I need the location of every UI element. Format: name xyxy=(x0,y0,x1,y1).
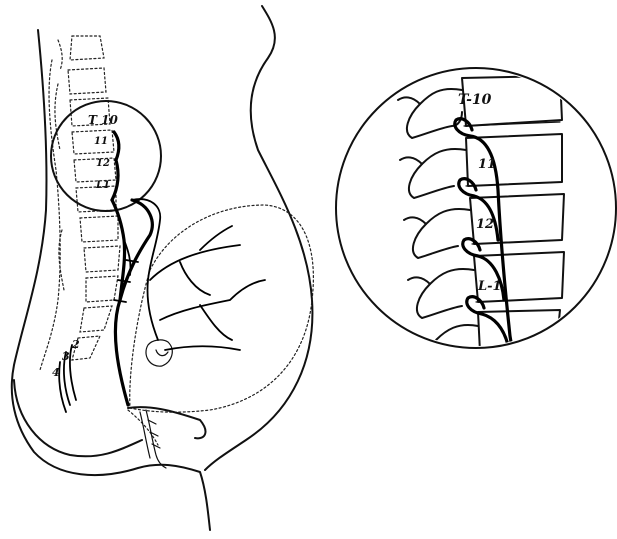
inset-magnified-spine: T-10 11 12 L-1 xyxy=(336,68,616,360)
inset-nerve-roots xyxy=(455,119,514,360)
label-11-inset: 11 xyxy=(478,157,496,172)
back-outline xyxy=(12,30,210,530)
abdomen-outline xyxy=(205,6,312,470)
spine xyxy=(40,36,120,370)
vagina-outline xyxy=(146,410,166,468)
label-11-small: 11 xyxy=(94,136,108,147)
inset-vertebral-bodies xyxy=(462,76,564,352)
label-sacral-3: 3 xyxy=(62,350,70,363)
fetal-head xyxy=(146,340,172,366)
label-l1-inset: L-1 xyxy=(477,279,502,294)
label-sacral-4: 4 xyxy=(52,366,60,379)
label-12-small: 12 xyxy=(96,158,110,169)
label-sacral-2: 2 xyxy=(71,338,80,351)
label-t10-inset: T-10 xyxy=(458,92,492,108)
label-t10-small: T 10 xyxy=(88,113,118,127)
uterine-nerve-branches xyxy=(150,226,265,350)
label-12-inset: 12 xyxy=(476,217,494,232)
inset-circle xyxy=(336,68,616,348)
body-outline xyxy=(12,6,313,530)
nerve-pathways xyxy=(59,132,265,412)
label-l1-small: L1 xyxy=(95,180,110,191)
